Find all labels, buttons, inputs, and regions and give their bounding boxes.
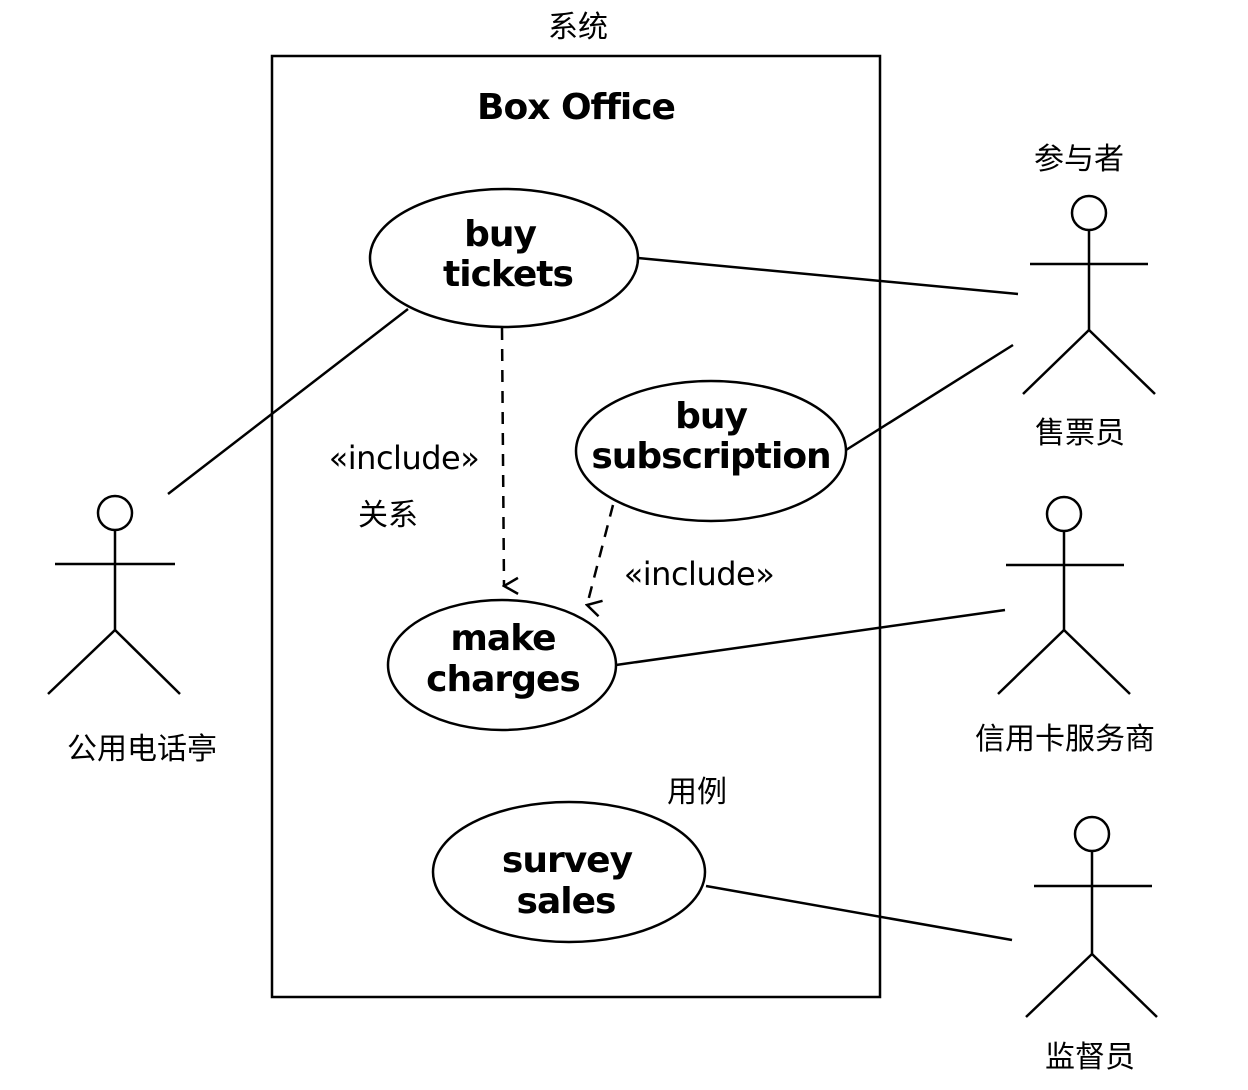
use-case-buy-subscription-line-2: subscription (591, 436, 830, 477)
use-case-make-charges-line-2: charges (426, 659, 580, 700)
actor-clerk (1022, 194, 1156, 395)
system-title: Box Office (477, 87, 675, 128)
association-clerk-buy-subscription (845, 343, 1014, 452)
use-case-survey-sales: survey sales (431, 800, 707, 944)
actor-supervisor (1025, 815, 1158, 1018)
use-case-buy-subscription: buy subscription (574, 379, 848, 523)
system-boundary (270, 54, 882, 999)
use-case-buy-tickets-line-2: tickets (443, 254, 573, 295)
use-case-buy-tickets: buy tickets (368, 187, 640, 329)
use-case-buy-subscription-line-1: buy (675, 396, 747, 437)
association-kiosk-buy-tickets (167, 308, 409, 495)
use-case-survey-sales-line-2: sales (517, 881, 616, 922)
actor-credit-card-service-label: 信用卡服务商 (975, 722, 1155, 757)
include-label-2: «include» (624, 555, 775, 593)
association-clerk-buy-tickets (637, 256, 1019, 296)
system-annotation: 系统 (548, 10, 608, 45)
actor-supervisor-label: 监督员 (1045, 1040, 1135, 1075)
include-buy-tickets-make-charges (500, 327, 504, 586)
use-case-make-charges-line-1: make (450, 618, 555, 659)
association-credit-card-make-charges (615, 608, 1006, 667)
association-supervisor-survey-sales (705, 884, 1013, 942)
actor-kiosk (47, 494, 181, 695)
use-case-make-charges: make charges (386, 598, 618, 732)
actor-annotation: 参与者 (1034, 142, 1124, 177)
relationship-annotation: 关系 (358, 498, 418, 533)
use-case-buy-tickets-line-1: buy (464, 214, 536, 255)
actor-credit-card-service (997, 495, 1131, 695)
use-case-survey-sales-line-1: survey (502, 840, 633, 881)
include-label-1: «include» (329, 439, 480, 477)
use-case-annotation: 用例 (667, 775, 727, 810)
include-buy-subscription-make-charges (587, 504, 615, 605)
actor-clerk-label: 售票员 (1035, 416, 1125, 451)
actor-kiosk-label: 公用电话亭 (67, 732, 217, 767)
